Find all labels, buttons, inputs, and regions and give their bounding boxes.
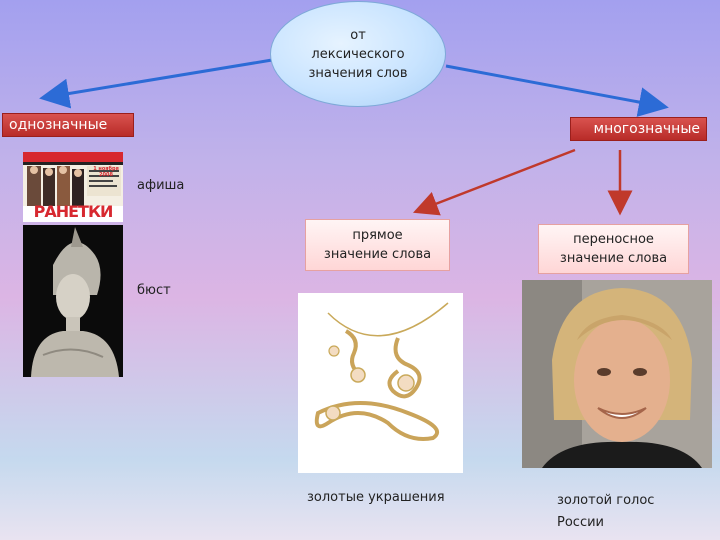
- polysemous-node: многозначные: [570, 117, 707, 141]
- bust-graphic: [23, 225, 123, 377]
- poster-image: 1 ноября 2008 РАНЕТКИ: [23, 152, 123, 222]
- bust-label: бюст: [137, 283, 171, 298]
- poster-title: РАНЕТКИ: [33, 202, 114, 221]
- singer-portrait-image: [522, 280, 712, 468]
- arrow-to-direct-node: [413, 148, 576, 216]
- voice-label: золотой голос России: [557, 493, 655, 530]
- jewelry-label: золотые украшения: [307, 490, 445, 505]
- bust-image: [23, 225, 123, 377]
- figurative-meaning-node: переносное значение слова: [538, 224, 689, 274]
- center-node-text: от лексического значения слов: [308, 27, 408, 81]
- jewelry-graphic: [314, 302, 449, 441]
- poster-date: 1 ноября 2008: [93, 166, 119, 178]
- jewelry-image: [298, 293, 463, 473]
- monosemous-label: однозначные: [9, 117, 108, 133]
- direct-meaning-text: прямое значение слова: [323, 228, 432, 262]
- monosemous-node: однозначные: [2, 113, 134, 137]
- center-node: от лексического значения слов: [270, 1, 446, 107]
- arrow-to-right-node: [445, 64, 669, 117]
- poster-graphic: [23, 152, 123, 222]
- poster-label: афиша: [137, 178, 185, 193]
- polysemous-label: многозначные: [593, 121, 700, 137]
- direct-meaning-node: прямое значение слова: [305, 219, 450, 271]
- singer-portrait-graphic: [522, 280, 712, 468]
- figurative-meaning-text: переносное значение слова: [559, 232, 668, 266]
- arrow-to-left-node: [39, 58, 273, 109]
